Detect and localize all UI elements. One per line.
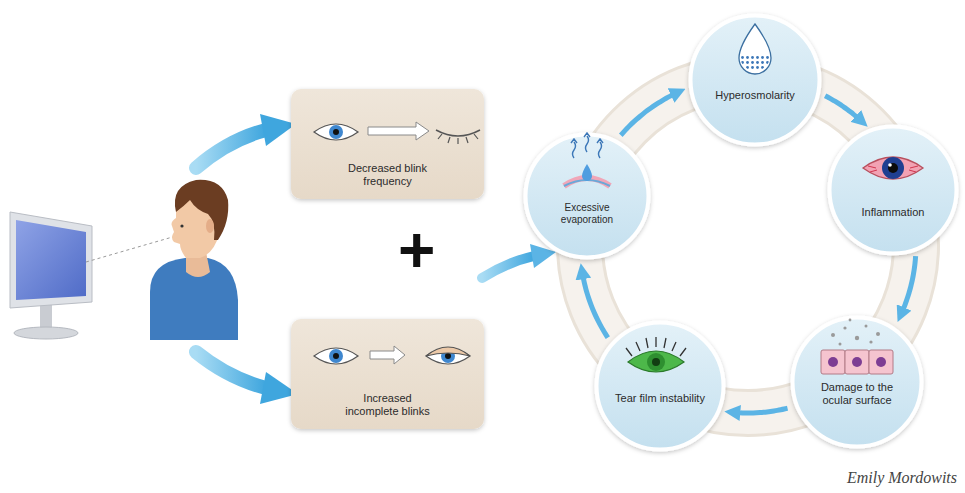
process-box: Decreased blink frequency	[290, 88, 485, 200]
evaporation-icon	[564, 133, 610, 186]
node-label: Damage to the ocular surface	[809, 381, 905, 407]
drop-icon	[739, 24, 771, 74]
eye-icon	[314, 346, 470, 364]
process-box: Increased incomplete blinks	[290, 318, 485, 430]
plus-sign: +	[398, 218, 435, 282]
node-label: Tear film instability	[615, 392, 705, 405]
node-label: Hyperosmolarity	[715, 89, 794, 102]
cycle-arrow	[732, 408, 787, 413]
cycle-arrow	[621, 92, 678, 135]
cycle-arrow	[825, 96, 862, 122]
circle-shape	[594, 320, 726, 452]
cycle-arrow	[582, 271, 608, 337]
cycle-circle: Damage to the ocular surface	[790, 315, 924, 449]
node-label: Excessive evaporation	[539, 202, 635, 226]
green-eye-icon	[626, 337, 686, 372]
circle-shape	[827, 124, 959, 256]
cells-icon	[821, 319, 893, 374]
cycle-circle: Tear film instability	[594, 320, 726, 452]
node-label: Increased incomplete blinks	[340, 392, 436, 418]
cycle-arrow	[901, 256, 916, 315]
node-label: Decreased blink frequency	[340, 162, 436, 188]
node-label: Inflammation	[862, 206, 925, 219]
red-eye-icon	[863, 157, 923, 179]
signature: Emily Mordowits	[847, 469, 957, 487]
eye-icon	[314, 122, 480, 144]
cycle-circle: Inflammation	[827, 124, 959, 256]
computer-monitor	[10, 212, 92, 339]
person-figure	[150, 180, 238, 340]
gaze-line	[86, 236, 176, 262]
